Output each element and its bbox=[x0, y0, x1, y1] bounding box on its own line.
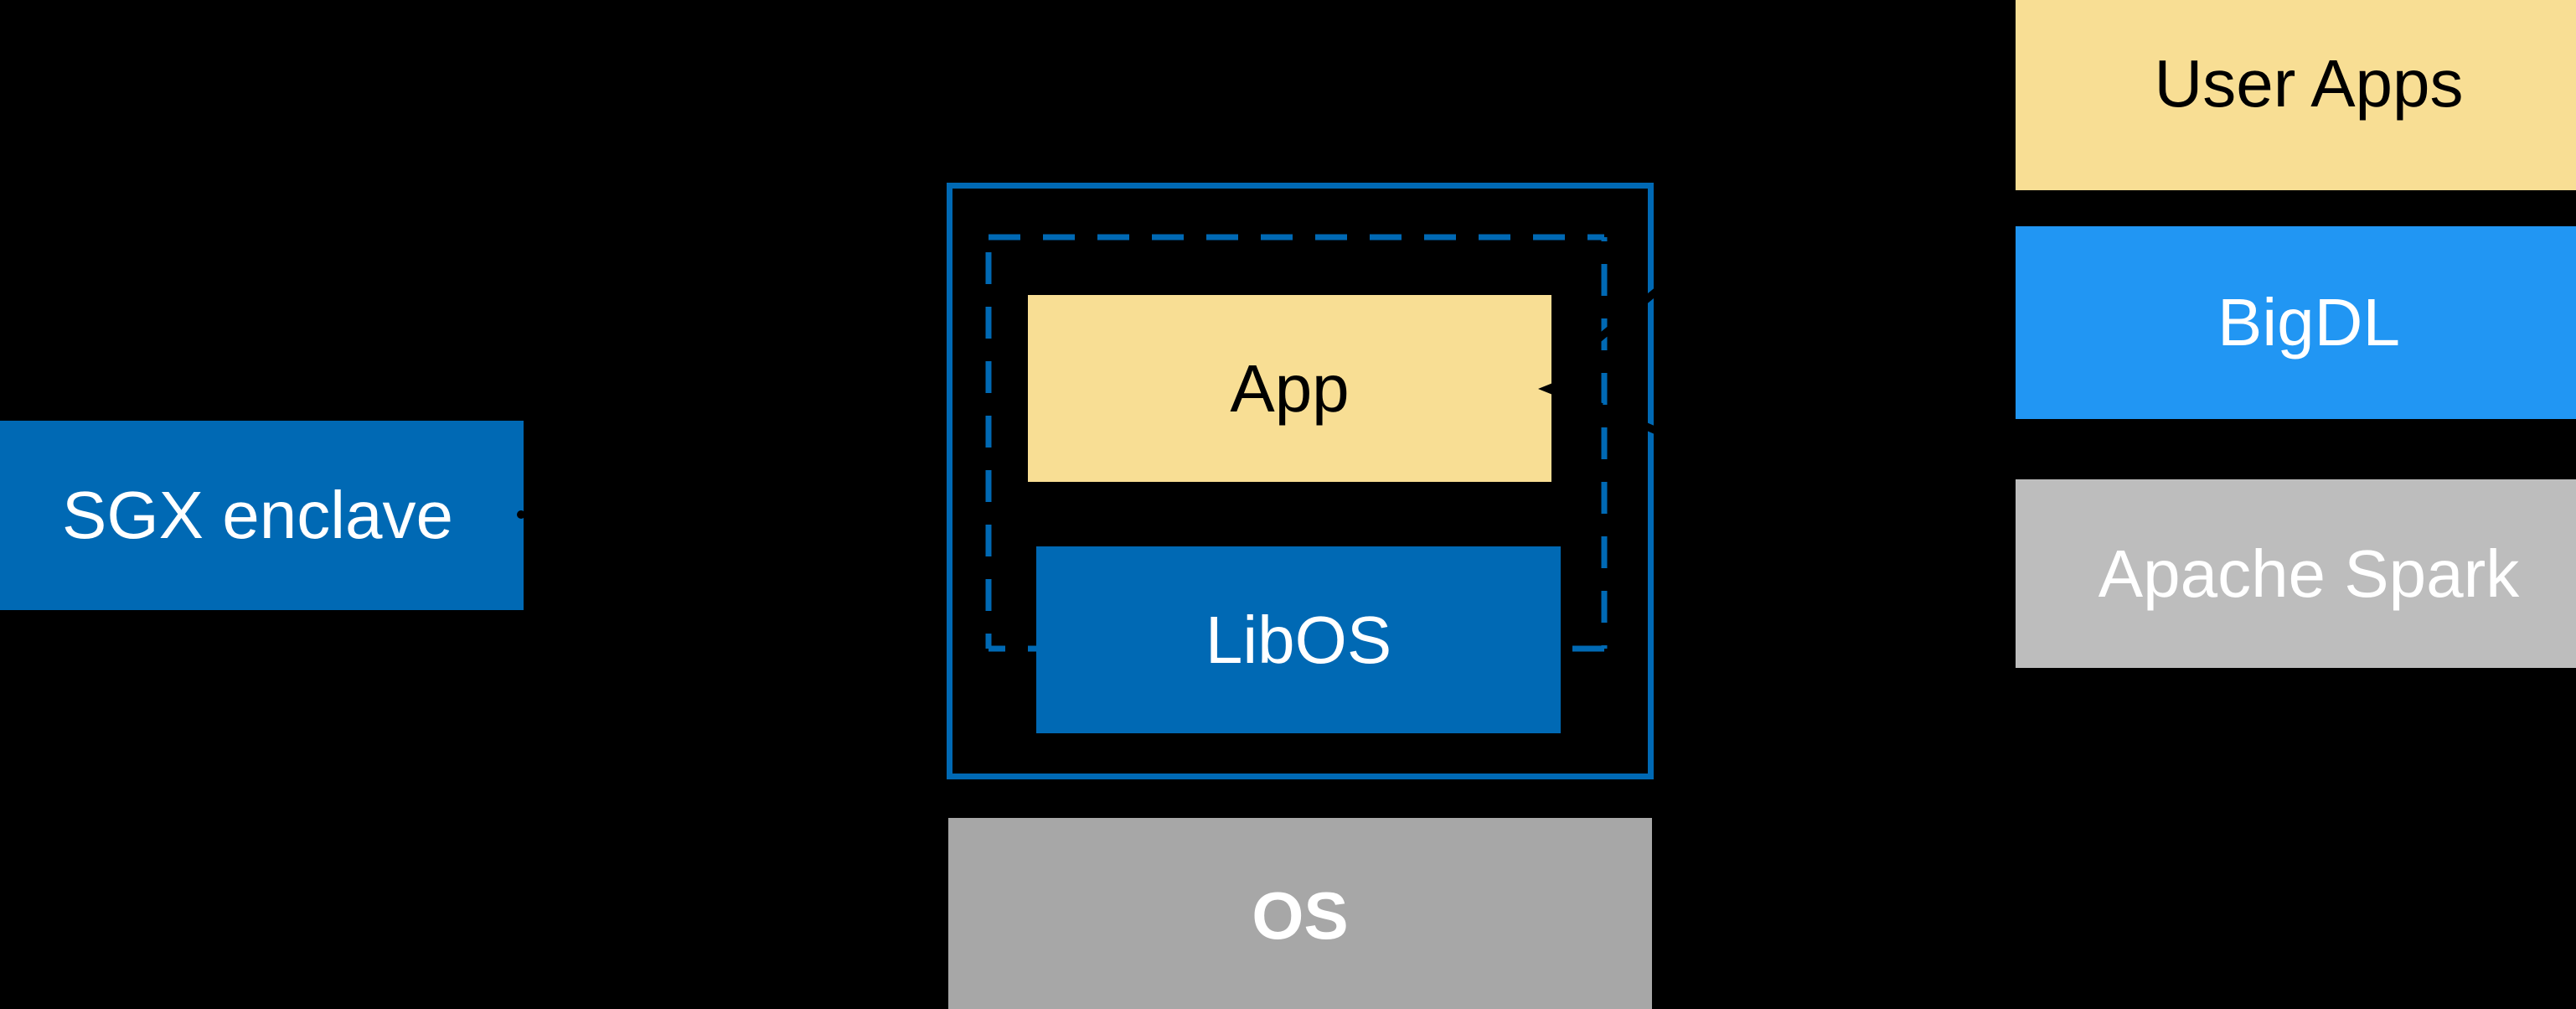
user-apps-box: User Apps bbox=[2016, 0, 2576, 190]
apache-spark-label: Apache Spark bbox=[2098, 536, 2520, 611]
apache-spark-box: Apache Spark bbox=[2016, 479, 2576, 668]
os-box: OS bbox=[948, 818, 1652, 1009]
sgx-enclave-box: SGX enclave bbox=[0, 421, 524, 610]
app-label: App bbox=[1230, 350, 1350, 426]
sgx-enclave-label: SGX enclave bbox=[62, 478, 453, 552]
bigdl-label: BigDL bbox=[2217, 285, 2400, 360]
enclave-container-rect bbox=[947, 183, 1654, 779]
user-apps-label: User Apps bbox=[2154, 45, 2464, 121]
callout-line-lower bbox=[1570, 390, 2011, 588]
libos-label: LibOS bbox=[1205, 602, 1392, 677]
callout-arrowhead bbox=[1538, 375, 1572, 402]
libos-box: LibOS bbox=[1036, 546, 1561, 733]
sgx-connector-dot bbox=[517, 510, 525, 519]
bigdl-box: BigDL bbox=[2016, 226, 2576, 419]
callout-line-upper bbox=[1566, 0, 2017, 367]
app-box: App bbox=[1028, 295, 1551, 482]
os-label: OS bbox=[1252, 878, 1349, 953]
